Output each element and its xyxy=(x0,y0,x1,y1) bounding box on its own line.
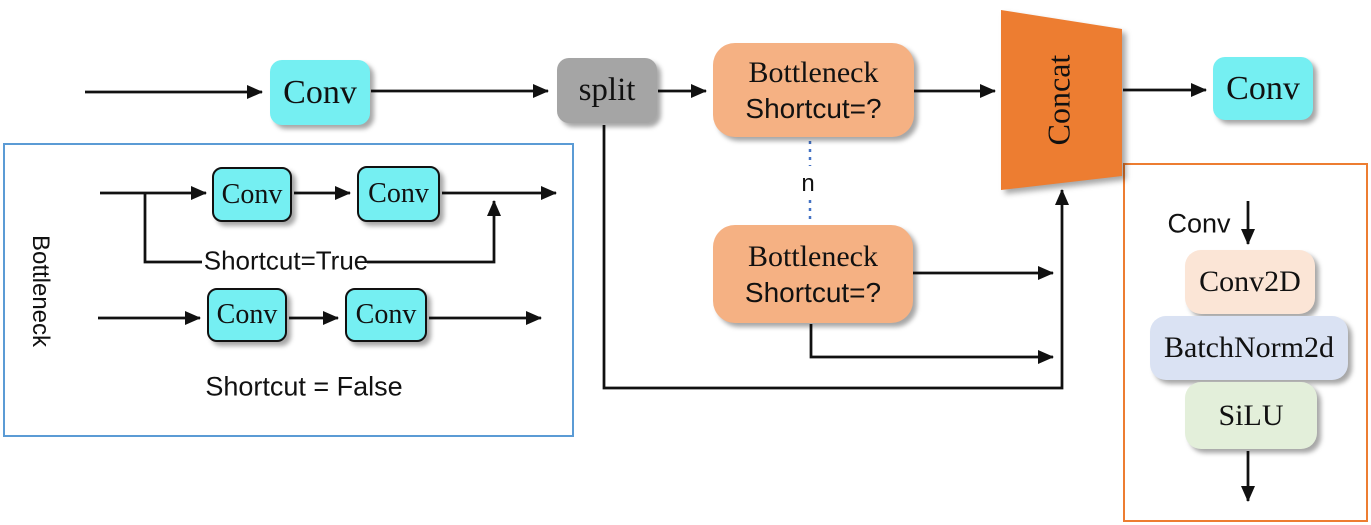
legend-conv2d-box: Conv2D xyxy=(1185,250,1315,314)
split-label: split xyxy=(578,72,636,108)
bottleneck-n-shortcut: Shortcut=? xyxy=(744,277,882,309)
conv-output-label: Conv xyxy=(1226,69,1300,107)
connector-split-bypass-to-concat xyxy=(602,125,1069,390)
concat-label: Concat xyxy=(1041,55,1078,146)
arrow-bottleneck-n-out2 xyxy=(809,324,1054,364)
connector-shortcut-return xyxy=(367,200,501,264)
shortcut-false-label: Shortcut = False xyxy=(205,372,402,403)
bottleneck-top-shortcut: Shortcut=? xyxy=(745,93,882,125)
inset-false-conv2-label: Conv xyxy=(355,299,417,330)
legend-conv2d-label: Conv2D xyxy=(1199,265,1301,298)
shortcut-true-text: Shortcut=True xyxy=(203,245,369,276)
conv-output-box: Conv xyxy=(1213,57,1313,120)
conv-input-label: Conv xyxy=(283,73,357,111)
shortcut-true-label: Shortcut=True xyxy=(204,246,369,277)
legend-title: Conv xyxy=(1167,209,1230,240)
concat-funnel-shape xyxy=(1001,10,1122,190)
bottleneck-top-box: Bottleneck Shortcut=? xyxy=(713,43,914,137)
legend-silu-label: SiLU xyxy=(1218,398,1284,432)
bottleneck-inset-side-title-text: Bottleneck xyxy=(27,234,54,348)
shortcut-false-text: Shortcut = False xyxy=(205,371,403,402)
legend-batchnorm-label: BatchNorm2d xyxy=(1164,331,1334,364)
legend-silu-box: SiLU xyxy=(1185,382,1317,449)
bottleneck-inset-side-title: Bottleneck xyxy=(26,235,54,347)
connector-shortcut-branch xyxy=(143,193,202,264)
conv-input-box: Conv xyxy=(270,60,370,125)
split-box: split xyxy=(557,58,657,123)
inset-true-conv2-label: Conv xyxy=(368,178,429,209)
inset-true-conv1-label: Conv xyxy=(221,178,283,210)
bottleneck-inset-frame xyxy=(3,143,574,437)
legend-title-text: Conv xyxy=(1167,208,1231,239)
inset-true-conv1-box: Conv xyxy=(212,167,292,222)
conv-legend-frame xyxy=(1123,163,1368,522)
inset-false-conv1-box: Conv xyxy=(207,288,287,342)
bottleneck-n-box: Bottleneck Shortcut=? xyxy=(713,225,913,323)
concat-text: Concat xyxy=(1040,54,1077,146)
inset-true-conv2-box: Conv xyxy=(357,166,440,222)
inset-false-conv2-box: Conv xyxy=(345,288,427,342)
inset-false-conv1-label: Conv xyxy=(216,299,278,330)
repeat-count-label: n xyxy=(801,170,814,198)
repeat-count-text: n xyxy=(801,170,815,197)
legend-batchnorm-box: BatchNorm2d xyxy=(1150,316,1348,380)
bottleneck-top-title: Bottleneck xyxy=(748,55,879,89)
bottleneck-n-title: Bottleneck xyxy=(748,239,878,273)
